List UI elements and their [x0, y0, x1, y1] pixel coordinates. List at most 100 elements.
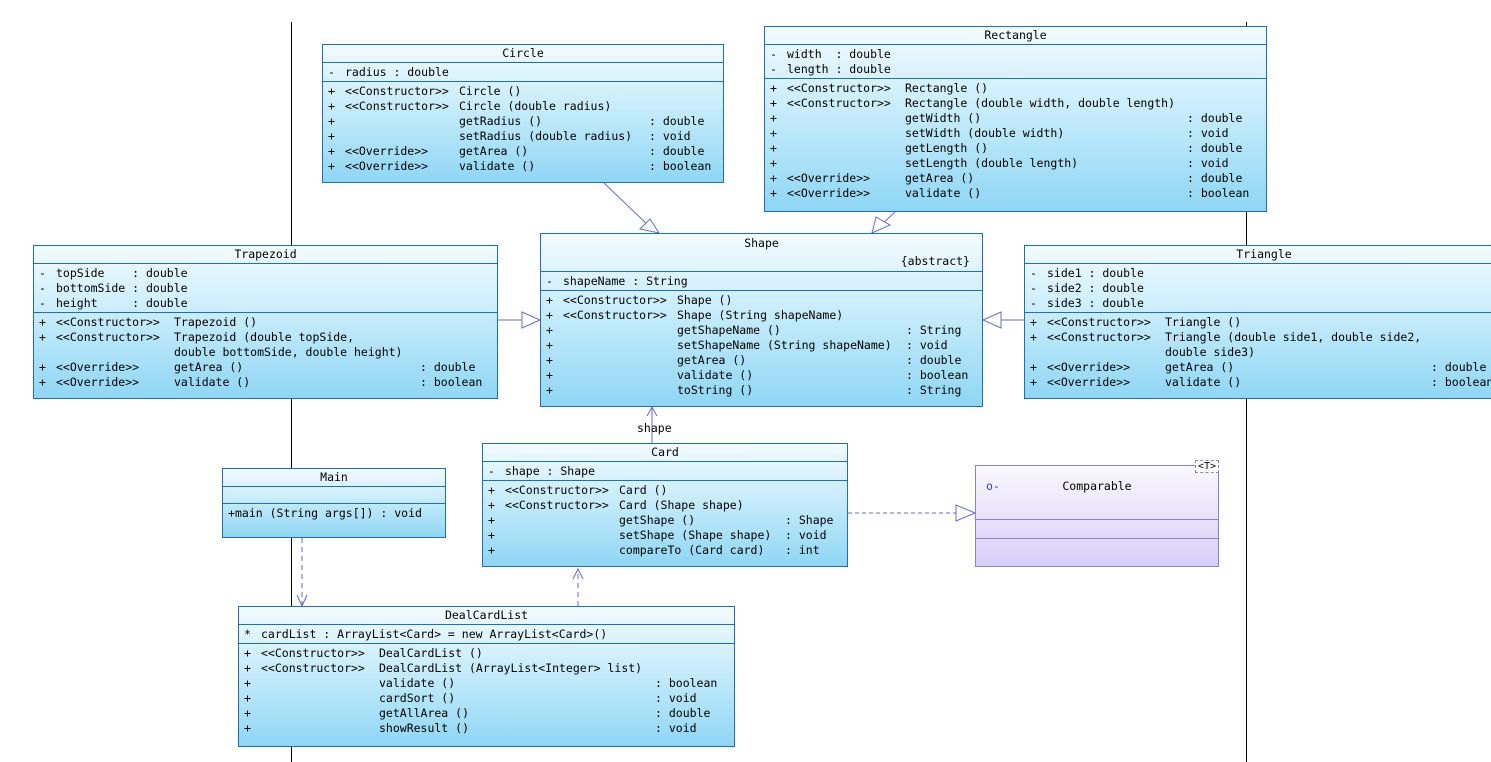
operation-row: +getShapeName (): String: [541, 323, 982, 338]
return-type: : double: [906, 353, 962, 367]
class-dealcardlist[interactable]: DealCardList *cardList : ArrayList<Card>…: [238, 606, 735, 747]
operation-row: +showResult (): void: [239, 721, 734, 736]
operation-row: +<<Constructor>>Rectangle (): [765, 81, 1266, 96]
operation-row: +<<Constructor>>Card (): [483, 483, 847, 498]
operation-signature: setWidth (double width): [905, 126, 1065, 140]
rectangle-generalization-arrow: [871, 216, 892, 234]
interface-comparable[interactable]: o- Comparable <T>: [975, 460, 1219, 567]
visibility-marker: -: [39, 296, 46, 310]
operation-row: +<<Constructor>>Trapezoid (double topSid…: [34, 330, 497, 345]
visibility-marker: -: [770, 47, 777, 61]
operation-row: +<<Constructor>>Circle (double radius): [323, 99, 723, 114]
class-card[interactable]: Card -shape : Shape +<<Constructor>>Card…: [482, 443, 848, 567]
operation-row: double bottomSide, double height): [34, 345, 497, 360]
stereotype-label: <<Override>>: [787, 171, 871, 185]
class-title: Shape {abstract}: [541, 234, 982, 272]
return-type: : double: [1187, 141, 1243, 155]
visibility-marker: +: [488, 513, 495, 527]
dependency-arrowhead-card: [572, 567, 584, 580]
stereotype-label: <<Override>>: [345, 144, 429, 158]
attribute-text: side1 : double: [1047, 266, 1144, 280]
circle-to-shape-line: [602, 181, 653, 230]
operation-row: +<<Constructor>>Card (Shape shape): [483, 498, 847, 513]
visibility-marker: +: [546, 323, 553, 337]
operation-row: +<<Constructor>>DealCardList (): [239, 646, 734, 661]
operation-row: +<<Override>>getArea (): double: [323, 144, 723, 159]
visibility-marker: +: [244, 661, 251, 675]
visibility-marker: +: [488, 528, 495, 542]
visibility-marker: +: [488, 483, 495, 497]
operation-signature: Circle (): [459, 84, 522, 98]
operation-signature: compareTo (Card card): [619, 543, 765, 557]
visibility-marker: +: [546, 383, 553, 397]
operation-signature: setRadius (double radius): [459, 129, 633, 143]
return-type: : double: [1431, 360, 1487, 374]
visibility-marker: -: [1030, 281, 1037, 295]
operation-signature: showResult (): [379, 721, 470, 735]
visibility-marker: +: [244, 691, 251, 705]
visibility-marker: +: [328, 159, 335, 173]
operation-signature: getArea (): [459, 144, 529, 158]
visibility-marker: +: [770, 81, 777, 95]
class-rectangle[interactable]: Rectangle -width : double-length : doubl…: [764, 26, 1267, 212]
operation-signature: Trapezoid (double topSide,: [174, 330, 355, 344]
operation-signature: setShapeName (String shapeName): [677, 338, 892, 352]
visibility-marker: -: [39, 266, 46, 280]
operation-row: +<<Constructor>>Rectangle (double width,…: [765, 96, 1266, 111]
visibility-marker: +: [1030, 360, 1037, 374]
operation-row: +<<Constructor>>Circle (): [323, 84, 723, 99]
visibility-marker: -: [546, 274, 553, 288]
stereotype-label: <<Constructor>>: [505, 483, 609, 497]
stereotype-label: <<Constructor>>: [1047, 315, 1151, 329]
visibility-marker: +: [770, 111, 777, 125]
return-type: : double: [655, 706, 711, 720]
return-type: : boolean: [906, 368, 969, 382]
operation-row: +<<Override>>getArea (): double: [765, 171, 1266, 186]
return-type: : void: [655, 691, 697, 705]
attribute-text: topSide : double: [56, 266, 188, 280]
class-title: Rectangle: [765, 27, 1266, 45]
operation-row: +setShapeName (String shapeName): void: [541, 338, 982, 353]
return-type: : String: [906, 383, 962, 397]
operation-signature: getArea (): [677, 353, 747, 367]
attribute-row: -topSide : double: [34, 266, 497, 281]
visibility-marker: +: [244, 676, 251, 690]
operation-signature: double side3): [1165, 345, 1256, 359]
return-type: : boolean: [649, 159, 712, 173]
visibility-marker: +: [546, 353, 553, 367]
operation-signature: Rectangle (): [905, 81, 989, 95]
visibility-marker: +: [1030, 330, 1037, 344]
class-shape[interactable]: Shape {abstract} -shapeName : String +<<…: [540, 233, 983, 407]
visibility-marker: +: [488, 543, 495, 557]
class-title: Triangle: [1025, 246, 1491, 264]
type-parameter-badge: <T>: [1194, 460, 1219, 473]
visibility-marker: -: [328, 65, 335, 79]
operation-row: +<<Constructor>>Triangle (): [1025, 315, 1491, 330]
trapezoid-generalization-arrow: [521, 311, 542, 329]
interface-divider-1: [976, 519, 1218, 520]
attribute-row: -side1 : double: [1025, 266, 1491, 281]
visibility-marker: +: [546, 293, 553, 307]
visibility-marker: +: [488, 498, 495, 512]
class-trapezoid[interactable]: Trapezoid -topSide : double-bottomSide :…: [33, 245, 498, 399]
class-circle[interactable]: Circle -radius : double +<<Constructor>>…: [322, 44, 724, 183]
interface-title: o- Comparable: [976, 466, 1218, 501]
visibility-marker: -: [488, 464, 495, 478]
operation-row: +getAllArea (): double: [239, 706, 734, 721]
operation-signature: getRadius (): [459, 114, 543, 128]
circle-generalization-arrow: [638, 218, 661, 234]
class-main[interactable]: Main +main (String args[]) : void: [222, 468, 446, 538]
operation-row: +toString (): String: [541, 383, 982, 398]
class-title: DealCardList: [239, 607, 734, 625]
return-type: : boolean: [655, 676, 718, 690]
visibility-marker: +: [1030, 375, 1037, 389]
visibility-marker: +: [39, 315, 46, 329]
operations-section: +<<Constructor>>DealCardList ()+<<Constr…: [239, 644, 734, 737]
interface-icon: o-: [986, 479, 1000, 493]
visibility-marker: +: [546, 368, 553, 382]
class-title: Main: [223, 469, 445, 487]
stereotype-label: <<Constructor>>: [563, 293, 667, 307]
class-triangle[interactable]: Triangle -side1 : double-side2 : double-…: [1024, 245, 1491, 399]
attribute-row: -bottomSide : double: [34, 281, 497, 296]
operation-signature: DealCardList (): [379, 646, 483, 660]
